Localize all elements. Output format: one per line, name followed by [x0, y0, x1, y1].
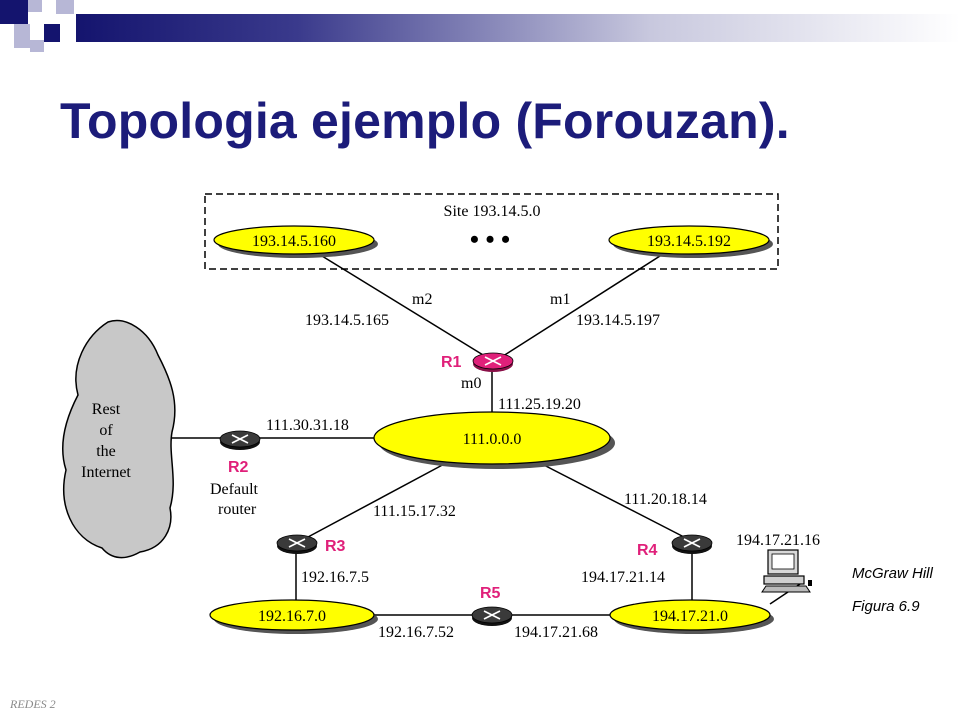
link-host192-r1: [499, 255, 661, 359]
network-192: [209, 599, 375, 631]
header-gradient-bar: [76, 14, 960, 42]
site-boundary-box: [204, 193, 779, 270]
r2-caption-line-2: router: [218, 501, 257, 518]
cloud-line-1: Rest: [92, 401, 121, 418]
network-194-label: 194.17.21.0: [652, 608, 728, 625]
corner-square-light-4: [30, 40, 44, 52]
cloud-line-2: of: [99, 422, 113, 439]
link-backbone-r4: [537, 461, 685, 538]
credit-publisher: McGraw Hill: [852, 565, 933, 582]
label-r4-down-addr: 194.17.21.14: [581, 569, 665, 586]
label-r2-addr: 111.30.31.18: [266, 417, 349, 434]
router-r4: [671, 534, 713, 554]
label-m1: m1: [550, 291, 570, 308]
label-r3-down-addr: 192.16.7.5: [301, 569, 369, 586]
page-title: Topologia ejemplo (Forouzan).: [60, 93, 790, 149]
label-r1-m1-addr: 193.14.5.197: [576, 312, 660, 329]
network-backbone: [373, 411, 611, 465]
label-r4-up-addr: 111.20.18.14: [624, 491, 707, 508]
network-194: [609, 599, 771, 631]
router-r1: [472, 352, 514, 372]
label-r5-left-addr: 192.16.7.52: [378, 624, 454, 641]
site-label: Site 193.14.5.0: [444, 203, 541, 220]
network-host160: [213, 225, 375, 255]
label-host-addr: 194.17.21.16: [736, 532, 820, 549]
corner-square-light-1: [28, 0, 42, 12]
footer-course: REDES 2: [10, 697, 56, 711]
router-r5-name: R5: [480, 585, 501, 602]
cloud-line-4: Internet: [81, 464, 131, 481]
network-backbone-label: 111.0.0.0: [463, 431, 522, 448]
corner-square-light-3: [14, 24, 30, 48]
label-r5-right-addr: 194.17.21.68: [514, 624, 598, 641]
router-r2-name: R2: [228, 459, 249, 476]
router-r5: [471, 606, 513, 626]
router-r4-name: R4: [637, 542, 658, 559]
cloud-line-3: the: [96, 443, 116, 460]
label-m2: m2: [412, 291, 432, 308]
label-r1-m2-addr: 193.14.5.165: [305, 312, 389, 329]
label-r3-up-addr: 111.15.17.32: [373, 503, 456, 520]
credit-figure: Figura 6.9: [852, 598, 920, 615]
link-host160-r1: [321, 255, 489, 359]
network-host160-label: 193.14.5.160: [252, 233, 336, 250]
link-backbone-r3: [307, 461, 449, 538]
internet-cloud: [62, 319, 176, 559]
router-r2: [219, 430, 261, 450]
r2-caption-line-1: Default: [210, 481, 259, 498]
corner-square-blue-1: [0, 0, 28, 24]
label-m0: m0: [461, 375, 481, 392]
router-r3: [276, 534, 318, 554]
computer-icon: [761, 549, 812, 593]
corner-square-blue-2: [44, 24, 60, 42]
network-host192-label: 193.14.5.192: [647, 233, 731, 250]
network-192-label: 192.16.7.0: [258, 608, 326, 625]
router-r1-name: R1: [441, 354, 462, 371]
router-r3-name: R3: [325, 538, 346, 555]
label-r1-m0-addr: 111.25.19.20: [498, 396, 581, 413]
ellipsis-dots: • • •: [470, 225, 510, 254]
corner-square-light-2: [56, 0, 74, 14]
network-host192: [608, 225, 770, 255]
